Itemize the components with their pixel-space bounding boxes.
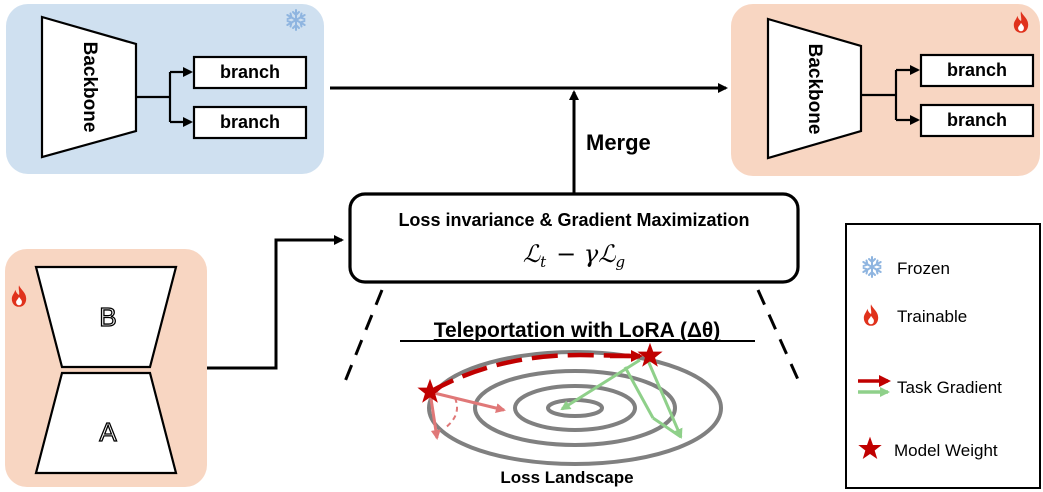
backbone-trapezoid — [40, 15, 138, 159]
branch-label: branch — [947, 110, 1007, 130]
zoom-guide-left — [342, 289, 384, 385]
loss-landscape — [417, 342, 723, 466]
lora-b-label: B — [99, 302, 116, 332]
teleport-path — [428, 352, 641, 394]
loss-g-subscript: g — [616, 253, 626, 271]
legend-task-gradient-label: Task Gradient — [897, 378, 1002, 397]
contour-ring — [473, 369, 677, 447]
arrow-pair-icon — [858, 375, 891, 397]
backbone-label: Backbone — [804, 44, 825, 135]
branch-box — [919, 53, 1035, 88]
merge-label: Merge — [586, 130, 651, 155]
trainable-model-panel: Backbone branch branch — [731, 4, 1040, 176]
teleportation-title: Teleportation with LoRA (Δθ) — [434, 319, 721, 342]
lora-to-objective-arrow — [207, 235, 344, 370]
lora-panel: B A — [5, 249, 207, 487]
legend: Frozen Trainable Task Gradient Model Wei… — [845, 223, 1041, 489]
branch-label: branch — [947, 60, 1007, 80]
objective-formula: ℒt− γℒg — [523, 240, 625, 271]
task-gradient-green-line — [623, 366, 655, 419]
loss-landscape-label: Loss Landscape — [500, 468, 633, 487]
contour-ring — [513, 384, 637, 432]
branch-label: branch — [220, 62, 280, 82]
task-gradient-red-arrow — [429, 390, 506, 413]
lora-a-label: A — [99, 417, 117, 447]
objective-frame — [348, 192, 800, 284]
objective-title: Loss invariance & Gradient Maximization — [398, 210, 749, 230]
branch-box — [192, 105, 308, 140]
frozen-model-panel: Backbone branch branch — [6, 4, 324, 174]
task-gradient-green-line — [652, 416, 682, 439]
task-gradient-green-arrow — [644, 355, 683, 439]
gradient-angle-arc — [444, 397, 458, 429]
loss-t-subscript: t — [540, 253, 547, 271]
legend-model-weight-label: Model Weight — [894, 441, 998, 460]
lora-a-trapezoid — [34, 371, 178, 475]
zoom-guide-right — [756, 289, 802, 385]
lora-b-trapezoid — [34, 265, 178, 369]
branch-box — [192, 55, 308, 90]
loss-t-symbol: ℒ — [523, 240, 541, 268]
legend-frozen-label: Frozen — [897, 259, 950, 278]
formula-operator: − γ — [556, 240, 599, 268]
legend-trainable-label: Trainable — [897, 307, 967, 326]
task-gradient-red-arrow — [428, 391, 441, 440]
backbone-trapezoid — [766, 17, 863, 160]
loss-g-symbol: ℒ — [598, 240, 616, 268]
backbone-label: Backbone — [79, 42, 100, 133]
contour-ring — [427, 350, 723, 466]
branch-box — [919, 103, 1035, 138]
objective-box: Loss invariance & Gradient Maximization … — [348, 192, 800, 284]
branch-label: branch — [220, 112, 280, 132]
